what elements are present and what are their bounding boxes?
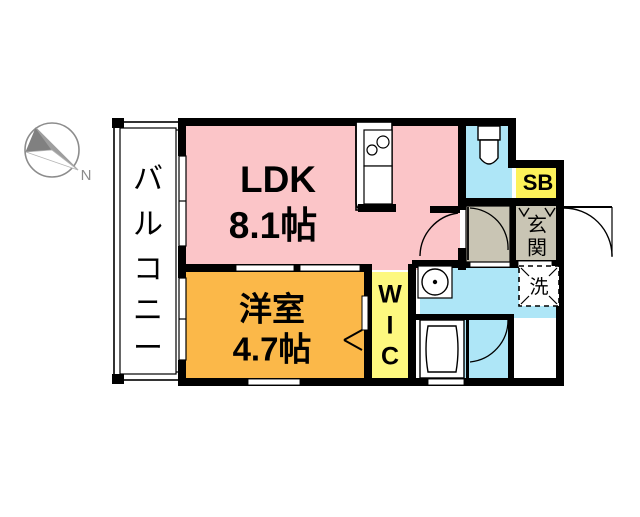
window-sash-d (427, 378, 465, 386)
window-sash-a (235, 264, 295, 272)
window-ldk-bedroom-1 (235, 264, 295, 272)
entrance-step-marks (518, 207, 556, 218)
wall-top-main (182, 118, 516, 126)
washer-label: 洗 (529, 276, 548, 298)
bathtub-inner (425, 325, 459, 373)
bathtub (419, 319, 465, 379)
wic-label-char-1: W (378, 281, 402, 309)
entrance-door[interactable] (563, 206, 613, 257)
wall-right-entry (556, 160, 564, 270)
toilet-bowl (479, 139, 499, 165)
ldk-door-swing-arc (419, 212, 459, 257)
wall-ldk-hall-upper (458, 118, 466, 210)
entrance-chevron-left (518, 207, 530, 218)
window-sash-c (247, 378, 301, 386)
toilet-fixture (477, 125, 501, 165)
washer-corner-bl (520, 295, 530, 305)
washer-corner-br (548, 295, 558, 305)
bedroom-area-label: 4.7帖 (233, 331, 312, 368)
kitchen-cabinet (363, 165, 393, 205)
closet-arrow-lower (343, 339, 363, 351)
window-sash-b (299, 264, 361, 272)
balcony-label-char-5: ー (133, 332, 163, 365)
wic-label-char-3: C (381, 343, 399, 371)
sliding-door-ldk[interactable] (178, 155, 187, 247)
washroom-door-panel[interactable] (465, 205, 511, 263)
ldk-label: LDK (240, 159, 316, 200)
kitchen-unit (355, 121, 396, 212)
window-bath-south (427, 378, 465, 386)
stove-burner-right-icon (376, 135, 390, 149)
wall-bottom (182, 378, 564, 386)
wic-door-panel[interactable] (361, 295, 369, 331)
bedroom-fill (186, 272, 366, 382)
wall-sb-bottom (508, 198, 564, 206)
wall-left-mid (178, 246, 186, 278)
balcony-label-char-2: ル (133, 208, 163, 241)
wall-wic-right (408, 264, 416, 384)
window-ldk-bedroom-2 (299, 264, 361, 272)
compass-rose: N (24, 122, 92, 184)
shoebox-fill (516, 166, 560, 204)
washroom-door[interactable] (465, 205, 511, 263)
wall-toilet-bottom (458, 198, 514, 206)
vanity-sink (417, 265, 453, 299)
closet-arrow-upper (343, 329, 363, 341)
vanity-drain (432, 279, 438, 285)
entrance-label-char-2: 関 (527, 237, 547, 259)
washroom-door-swing-arc (469, 207, 509, 251)
washer-corner-tr (548, 267, 558, 277)
entrance-door-swing-arc (563, 207, 613, 257)
wall-left-upper (178, 118, 186, 156)
window-bedroom-south (247, 378, 301, 386)
wall-stub-ldk-door (430, 206, 460, 213)
compass-needle-light (25, 149, 79, 171)
wall-bath-divider (466, 318, 469, 380)
ldk-fill (186, 122, 460, 270)
wic-fill (368, 272, 412, 382)
toilet-tank (477, 125, 501, 141)
bathroom-door-swing-arc[interactable] (469, 319, 509, 363)
wall-right-lower (556, 262, 564, 386)
balcony-label-char-4: ニ (133, 294, 163, 327)
balcony-label-char-3: コ (133, 253, 163, 286)
ldk-door[interactable] (419, 212, 459, 257)
bedroom-closet-arrow (343, 329, 363, 351)
wall-top-sb (508, 160, 564, 168)
washer-space: 洗 (518, 265, 560, 307)
wall-bath-right (508, 314, 514, 384)
bedroom-label: 洋室 (239, 291, 305, 328)
wall-washroom-bath (412, 314, 514, 320)
balcony-inner-line (119, 127, 177, 375)
sliding-door-bedroom[interactable] (178, 277, 187, 361)
stove-burner-left-icon (366, 144, 378, 156)
balcony-label-char-1: バ (133, 163, 163, 196)
wall-right-toilet-upper (508, 118, 516, 166)
entrance-fill (514, 206, 560, 264)
balcony-cap-bottom (112, 374, 124, 384)
compass-north-label: N (81, 167, 92, 184)
wall-hall-entrance (508, 202, 516, 264)
kitchen-base-bar (358, 204, 396, 212)
balcony-cap-top (112, 118, 124, 128)
wic-label-char-2: I (387, 312, 394, 340)
wall-ldk-hall-lower (458, 248, 466, 270)
washer-corner-tl (520, 267, 530, 277)
entrance-chevron-right (544, 207, 556, 218)
ldk-area-label: 8.1帖 (229, 205, 317, 246)
wall-left-lower (178, 360, 186, 386)
entrance-label-char-1: 玄 (527, 213, 547, 236)
shoebox-label: SB (523, 170, 554, 195)
